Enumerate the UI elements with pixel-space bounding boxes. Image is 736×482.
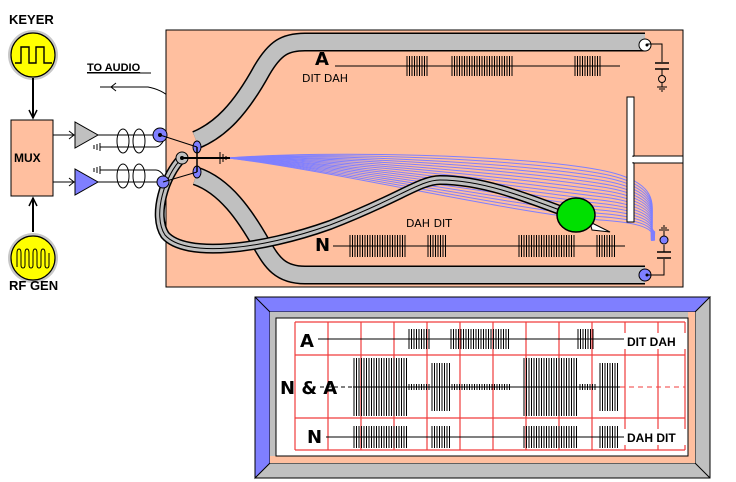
rf-gen-block: RF GEN — [8, 233, 58, 293]
ground-symbol-icon — [93, 166, 101, 174]
lamp-n-icon — [659, 235, 669, 245]
arrow-right-icon — [68, 130, 75, 140]
slot-horizontal — [632, 155, 684, 164]
arrow-left-icon — [110, 82, 117, 92]
feedline-n — [93, 163, 165, 189]
scope-display: A N & A N DIT DAH DAH DIT — [254, 296, 712, 480]
arrow-up-icon — [28, 196, 38, 207]
panel-signal-n: DAH DIT N — [315, 217, 625, 257]
scope-traces — [318, 329, 685, 448]
scope-row-a-caption: DIT DAH — [627, 335, 676, 349]
keyer-block: KEYER — [8, 12, 58, 80]
green-probe — [556, 197, 596, 233]
panel-a-letter: A — [315, 49, 329, 70]
ground-symbol-icon — [93, 143, 101, 151]
keyer-icon — [10, 32, 56, 78]
ferrite-choke-icon — [116, 128, 130, 154]
coax-a-tube — [192, 34, 645, 148]
mux-box — [10, 119, 54, 197]
keyer-label: KEYER — [9, 12, 54, 27]
panel-n-caption: DAH DIT — [406, 217, 452, 230]
arrow-down-icon — [28, 109, 38, 120]
rfgen-label: RF GEN — [9, 278, 58, 293]
panel-n-letter: N — [315, 235, 330, 256]
arrow-right-icon — [68, 177, 75, 187]
scope-row-na-label: N & A — [280, 378, 337, 399]
panel-n-morse-bursts — [349, 235, 615, 257]
square-wave-icon — [15, 46, 52, 64]
scope-row-n-caption: DAH DIT — [627, 431, 676, 445]
coax-a-termination — [638, 38, 652, 52]
sine-wave-icon — [16, 248, 50, 269]
panel-a-morse-bursts — [406, 56, 601, 76]
scope-row-a-label: A — [300, 331, 314, 352]
ferrite-choke-icon — [116, 163, 130, 189]
loop-cable-core — [159, 157, 566, 250]
feedline-a — [93, 128, 165, 154]
panel-signal-a: A DIT DAH — [302, 49, 620, 85]
mux-block: MUX — [10, 119, 54, 197]
amplifier-n-icon — [74, 168, 100, 196]
to-audio-label: TO AUDIO — [87, 62, 141, 74]
ground-symbol-icon — [219, 152, 227, 164]
mux-label: MUX — [14, 151, 41, 165]
panel-a-caption: DIT DAH — [302, 72, 348, 85]
scope-row-n-label: N — [307, 427, 322, 448]
ferrite-choke-icon — [132, 163, 146, 189]
amplifier-a-icon — [74, 121, 100, 149]
ferrite-choke-icon — [132, 128, 146, 154]
ground-symbol-icon — [659, 225, 669, 231]
ground-symbol-icon — [657, 86, 667, 92]
